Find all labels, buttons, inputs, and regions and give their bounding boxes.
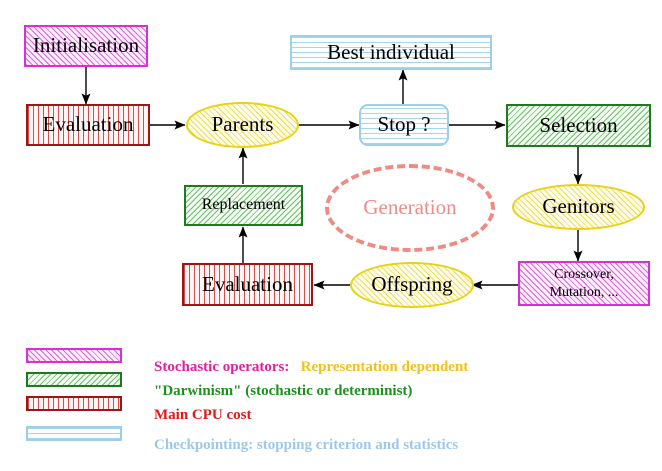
- green-diagonal-hatch-swatch: [26, 372, 122, 387]
- node-generation-annotation: Generation: [325, 164, 495, 252]
- legend: Stochastic operators: Representation dep…: [0, 344, 662, 453]
- blue-horizontal-hatch-swatch: [26, 426, 122, 441]
- node-offspring[interactable]: Offspring: [350, 262, 474, 308]
- legend-label-cpu: Main CPU cost: [124, 390, 252, 441]
- legend-text-checkpointing: Checkpointing: stopping criterion and st…: [154, 437, 459, 453]
- node-parents[interactable]: Parents: [186, 102, 299, 148]
- legend-label-stochastic: Stochastic operators: Representation dep…: [124, 342, 468, 393]
- red-vertical-hatch-swatch: [26, 396, 122, 411]
- node-replacement[interactable]: Replacement: [184, 185, 303, 226]
- legend-text-stochastic: Stochastic operators:: [154, 359, 290, 375]
- legend-label-darwinism: "Darwinism" (stochastic or determinist): [124, 366, 412, 417]
- legend-row-darwinism: "Darwinism" (stochastic or determinist): [0, 368, 662, 399]
- legend-text-representation: Representation dependent: [289, 359, 469, 375]
- node-evaluation-bottom[interactable]: Evaluation: [182, 263, 313, 306]
- node-evaluation-top[interactable]: Evaluation: [26, 104, 150, 146]
- legend-text-cpu: Main CPU cost: [154, 407, 252, 423]
- magenta-diagonal-hatch-swatch: [26, 348, 122, 363]
- node-stop[interactable]: Stop ?: [359, 104, 449, 146]
- legend-row-cpu: Main CPU cost: [0, 392, 662, 423]
- node-best-individual[interactable]: Best individual: [290, 35, 492, 70]
- legend-row-checkpointing: Checkpointing: stopping criterion and st…: [0, 422, 662, 453]
- legend-row-stochastic: Stochastic operators: Representation dep…: [0, 344, 662, 375]
- legend-label-checkpointing: Checkpointing: stopping criterion and st…: [124, 420, 458, 471]
- node-selection[interactable]: Selection: [506, 104, 651, 147]
- node-genitors[interactable]: Genitors: [512, 184, 645, 230]
- legend-text-darwinism: "Darwinism" (stochastic or determinist): [154, 383, 413, 399]
- node-crossover-mutation[interactable]: Crossover, Mutation, ...: [518, 261, 650, 306]
- node-initialisation[interactable]: Initialisation: [24, 25, 148, 67]
